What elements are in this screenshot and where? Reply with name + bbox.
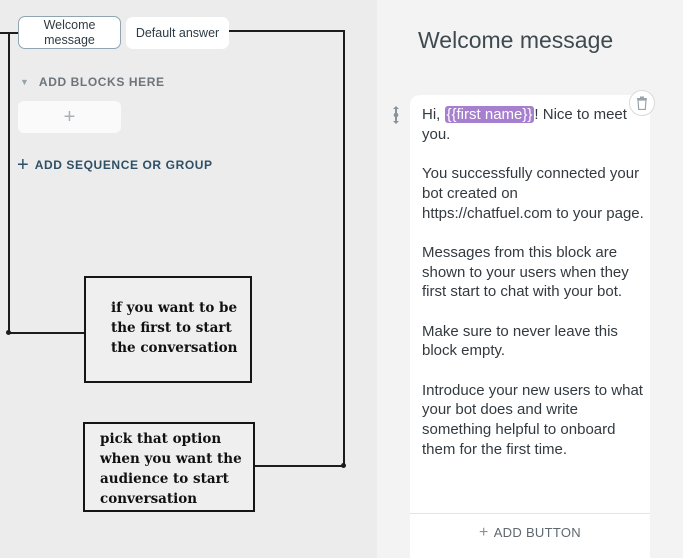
block-welcome-message[interactable]: Welcome message	[18, 16, 121, 49]
add-block-button[interactable]: +	[18, 101, 121, 133]
annotation-line	[229, 30, 345, 32]
page-title: Welcome message	[418, 27, 614, 53]
message-paragraph: You successfully connected your bot crea…	[422, 165, 644, 222]
annotation-note-start-conversation: if you want to be the first to start the…	[84, 276, 252, 383]
drag-handle-icon[interactable]	[391, 105, 401, 125]
greeting-prefix: Hi,	[422, 106, 445, 123]
annotation-dot	[6, 330, 11, 335]
add-sequence-label: ADD SEQUENCE OR GROUP	[34, 158, 213, 172]
card-divider	[410, 513, 650, 514]
add-sequence-or-group-button[interactable]: + ADD SEQUENCE OR GROUP	[17, 154, 213, 176]
message-paragraph: Make sure to never leave this block empt…	[422, 322, 618, 360]
annotation-note-text: pick that option when you want the audie…	[100, 431, 242, 507]
plus-icon: +	[17, 154, 29, 176]
message-paragraph: Introduce your new users to what your bo…	[422, 381, 643, 458]
first-name-variable-chip[interactable]: {{first name}}	[444, 106, 535, 123]
annotation-line	[8, 332, 85, 334]
annotation-line	[8, 32, 10, 334]
annotation-note-text: if you want to be the first to start the…	[111, 300, 238, 356]
add-blocks-label: ADD BLOCKS HERE	[38, 75, 165, 89]
block-default-answer[interactable]: Default answer	[126, 17, 229, 49]
text-message-card[interactable]: Hi, {{first name}}! Nice to meet you. Yo…	[410, 90, 655, 558]
greeting-suffix: ! Nice to meet you.	[422, 106, 627, 143]
plus-icon: +	[63, 105, 76, 128]
block-welcome-message-label: Welcome message	[43, 17, 96, 47]
trash-icon	[637, 96, 647, 110]
delete-card-button[interactable]	[629, 90, 655, 116]
message-text[interactable]: Hi, {{first name}}! Nice to meet you. Yo…	[422, 105, 644, 479]
annotation-line	[343, 30, 345, 467]
annotation-line	[255, 465, 345, 467]
add-blocks-group-header[interactable]: ▼ ADD BLOCKS HERE	[20, 75, 165, 89]
add-button-label: ADD BUTTON	[493, 525, 581, 540]
collapse-caret-icon[interactable]: ▼	[20, 77, 29, 87]
add-button[interactable]: + ADD BUTTON	[410, 523, 650, 541]
annotation-note-audience-start: pick that option when you want the audie…	[83, 422, 255, 512]
message-paragraph: Messages from this block are shown to yo…	[422, 243, 629, 301]
block-default-answer-label: Default answer	[135, 25, 220, 40]
plus-icon: +	[479, 523, 489, 541]
annotation-dot	[341, 463, 346, 468]
